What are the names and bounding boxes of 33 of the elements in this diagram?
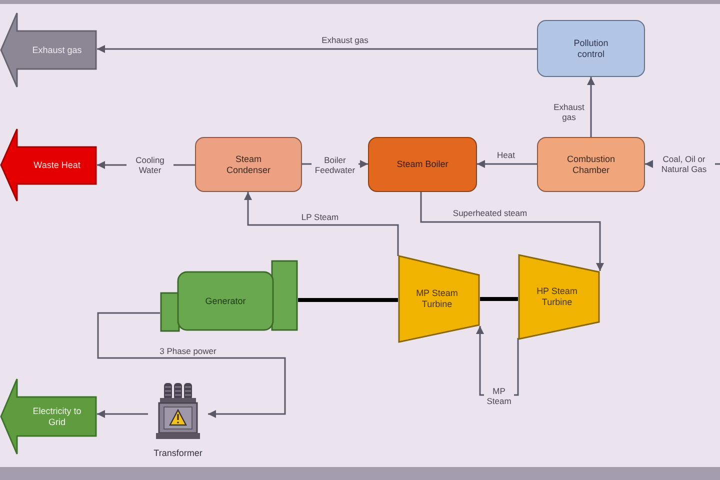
node-label: Exhaust gas: [32, 44, 82, 56]
node-label: Steam Condenser: [225, 154, 272, 176]
edge-label: 3 Phase power: [158, 346, 218, 356]
flow-arrow: [97, 45, 537, 53]
node-label: MP Steam Turbine: [415, 288, 459, 310]
shaft-line: [480, 297, 518, 301]
flow-arrow: [477, 160, 537, 168]
edge-label: MP Steam: [484, 386, 514, 406]
edge-label: Boiler Feedwater: [312, 155, 358, 175]
node-label: Transformer: [154, 448, 202, 458]
node-label: Pollution control: [572, 38, 610, 60]
process-box: [537, 137, 645, 192]
process-box: [368, 137, 477, 192]
edge-label: LP Steam: [300, 212, 340, 222]
edge-label: Exhaust gas: [320, 35, 370, 45]
edge-label: Superheated steam: [452, 208, 528, 218]
edge-label: Cooling Water: [126, 155, 174, 175]
flow-arrow: [244, 192, 399, 256]
node-label: HP Steam Turbine: [536, 286, 578, 308]
node-label: Steam Boiler: [396, 159, 448, 170]
node-label: Waste Heat: [34, 160, 80, 171]
flow-arrow: [97, 312, 286, 418]
node-label: Electricity to Grid: [32, 406, 82, 428]
process-box: [195, 137, 302, 192]
process-box: [537, 20, 645, 77]
node-label: Combustion Chamber: [566, 154, 616, 176]
shaft-line: [298, 298, 398, 302]
node-label: Generator: [205, 296, 246, 306]
flow-arrow: [97, 410, 148, 418]
edge-label: Heat: [496, 150, 516, 160]
edge-label: Coal, Oil or Natural Gas: [653, 154, 715, 174]
flow-arrow: [587, 77, 595, 137]
flow-arrow: [420, 192, 604, 271]
